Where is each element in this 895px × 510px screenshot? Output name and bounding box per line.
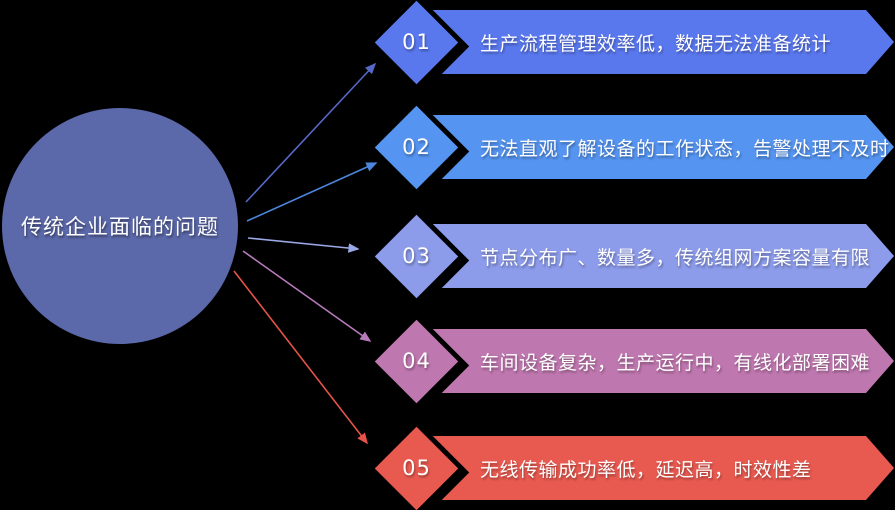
problem-text-3: 节点分布广、数量多，传统组网方案容量有限	[480, 246, 871, 269]
problem-row-2: 无法直观了解设备的工作状态，告警处理不及时 02	[0, 105, 895, 193]
problem-number-1: 01	[402, 30, 431, 54]
problem-text-1: 生产流程管理效率低，数据无法准备统计	[480, 32, 832, 55]
banner-arrow-shape: 无线传输成功率低，延迟高，时效性差	[430, 436, 894, 500]
central-topic-circle: 传统企业面临的问题	[2, 108, 238, 344]
problem-row-3: 节点分布广、数量多，传统组网方案容量有限 03	[0, 214, 895, 302]
problem-number-5: 05	[402, 456, 431, 480]
problem-row-4: 车间设备复杂，生产运行中，有线化部署困难 04	[0, 319, 895, 407]
banner-arrow-shape: 生产流程管理效率低，数据无法准备统计	[430, 10, 894, 74]
problem-number-2: 02	[402, 135, 431, 159]
banner-arrow-shape: 无法直观了解设备的工作状态，告警处理不及时	[430, 115, 894, 179]
problem-text-4: 车间设备复杂，生产运行中，有线化部署困难	[480, 351, 871, 374]
problem-text-5: 无线传输成功率低，延迟高，时效性差	[480, 458, 812, 481]
problem-number-4: 04	[402, 349, 431, 373]
banner-arrow-shape: 节点分布广、数量多，传统组网方案容量有限	[430, 224, 894, 288]
central-topic-label: 传统企业面临的问题	[21, 215, 219, 239]
problem-number-3: 03	[402, 244, 431, 268]
problem-text-2: 无法直观了解设备的工作状态，告警处理不及时	[480, 137, 890, 160]
problem-row-1: 生产流程管理效率低，数据无法准备统计 01	[0, 0, 895, 88]
banner-arrow-shape: 车间设备复杂，生产运行中，有线化部署困难	[430, 329, 894, 393]
problem-row-5: 无线传输成功率低，延迟高，时效性差 05	[0, 426, 895, 510]
